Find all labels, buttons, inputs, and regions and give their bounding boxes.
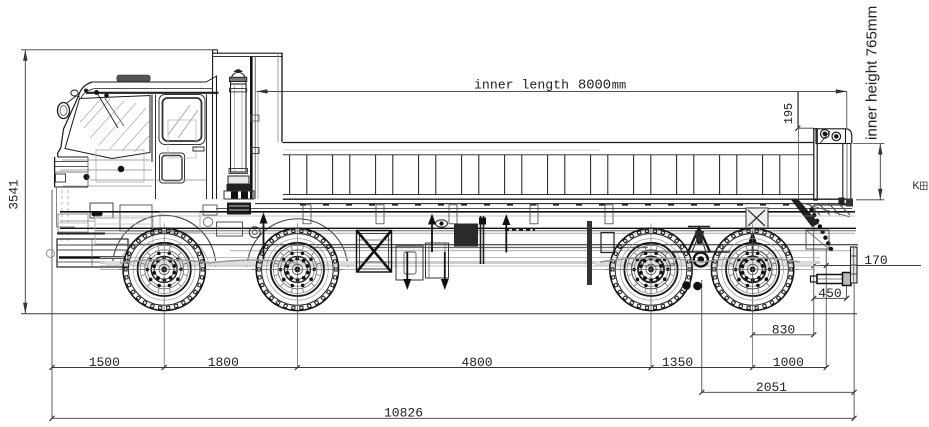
svg-text:1800: 1800 (208, 355, 239, 370)
svg-text:830: 830 (772, 323, 795, 338)
svg-text:10826: 10826 (384, 405, 423, 420)
svg-text:4800: 4800 (461, 355, 492, 370)
svg-text:195: 195 (782, 103, 796, 124)
svg-text:1000: 1000 (773, 355, 804, 370)
svg-text:2051: 2051 (756, 380, 787, 395)
svg-text:mm: mm (612, 79, 626, 93)
svg-text:inner length: inner length (474, 78, 569, 93)
svg-text:1350: 1350 (662, 355, 693, 370)
svg-text:170: 170 (864, 253, 887, 268)
svg-text:3541: 3541 (8, 179, 22, 209)
svg-text:K: K (912, 180, 920, 192)
svg-text:8000: 8000 (578, 79, 611, 94)
svg-text:1500: 1500 (89, 355, 120, 370)
svg-text:inner height 765mm: inner height 765mm (864, 6, 881, 140)
svg-text:450: 450 (818, 286, 841, 301)
